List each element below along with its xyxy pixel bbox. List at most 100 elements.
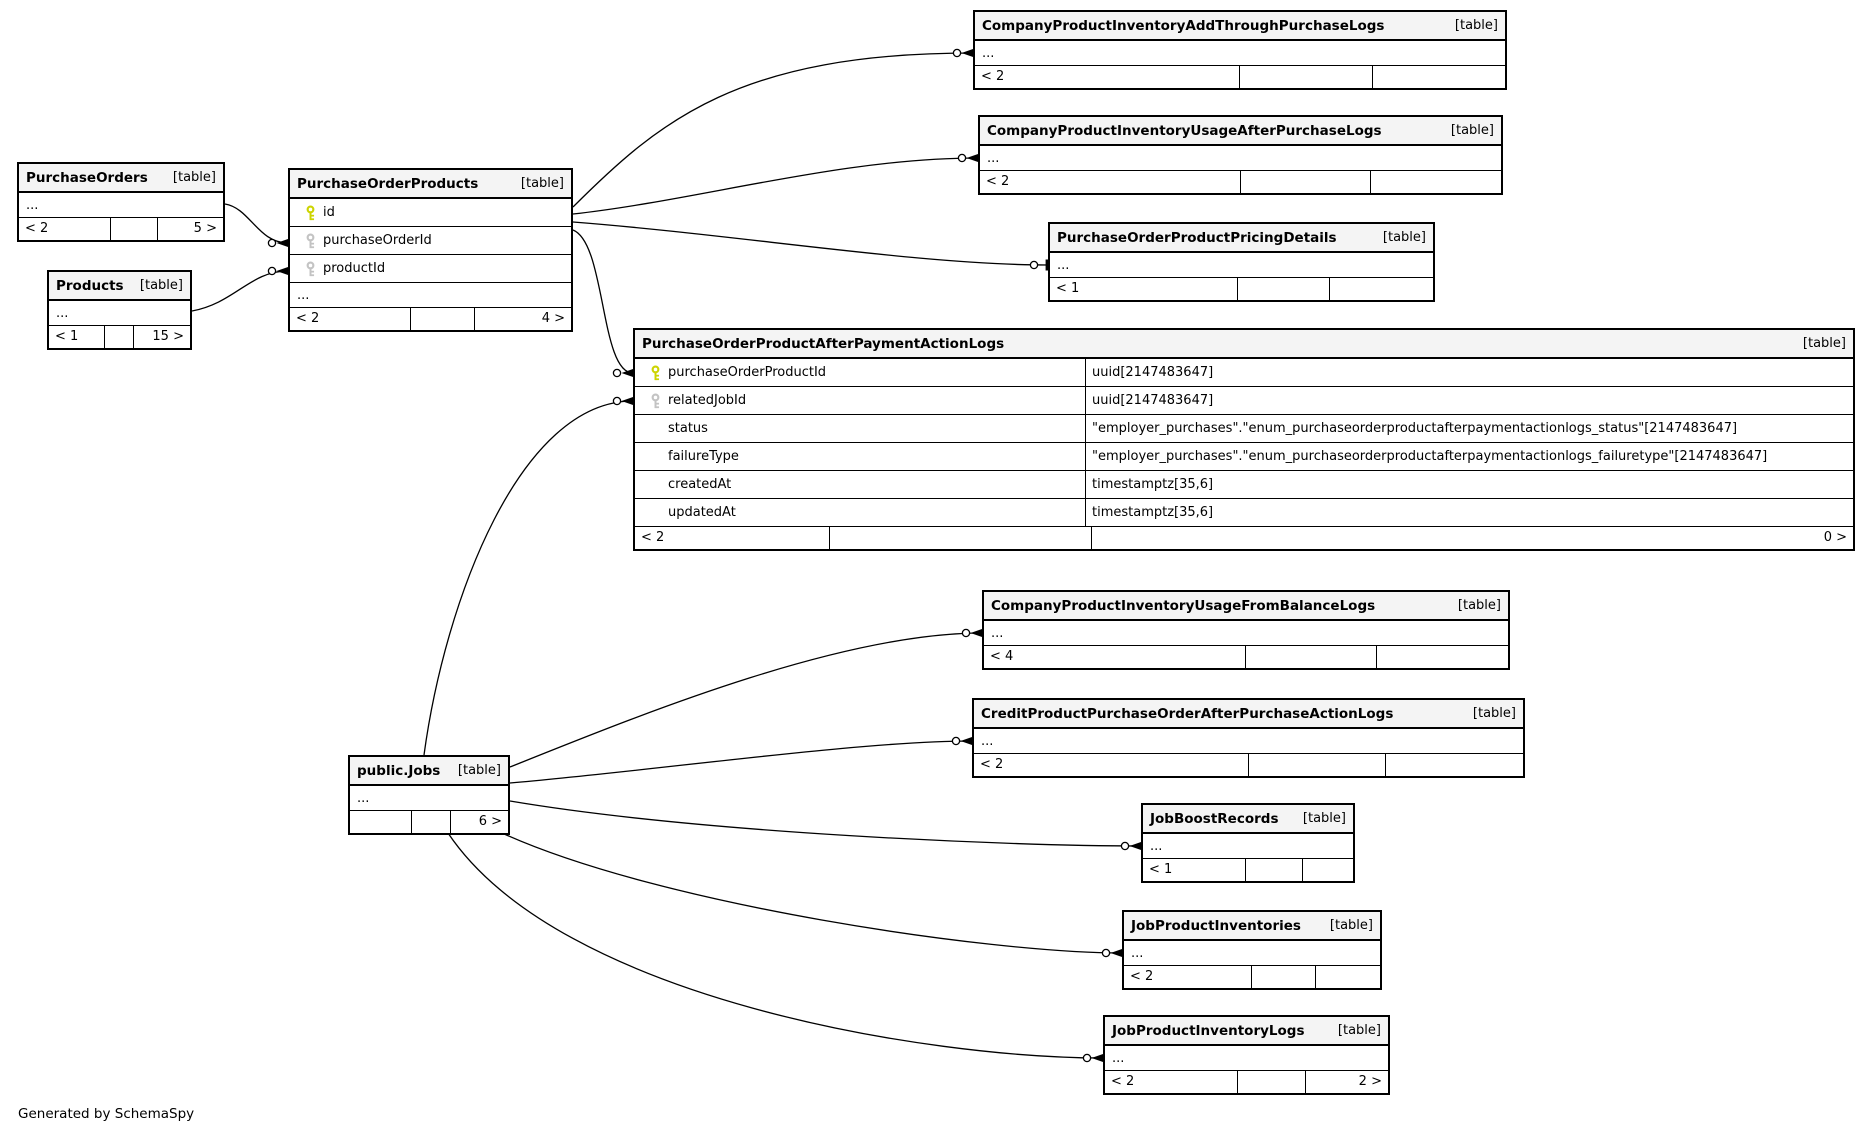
- table-footer: 6 >: [350, 811, 508, 833]
- table-companyproductinventoryusagefrombalancelogs[interactable]: CompanyProductInventoryUsageFromBalanceL…: [982, 590, 1510, 670]
- table-title: JobBoostRecords: [1150, 810, 1279, 827]
- connector-products-purchaseorderproducts: [191, 266, 289, 312]
- column-row: updatedAt timestamptz[35,6]: [635, 499, 1853, 527]
- table-header: public.Jobs [table]: [350, 757, 508, 786]
- table-companyproductinventoryaddthroughpurchaselogs[interactable]: CompanyProductInventoryAddThroughPurchas…: [973, 10, 1507, 90]
- footer-right-count: [1303, 859, 1353, 881]
- table-tag: [table]: [457, 763, 501, 778]
- table-purchaseorderproductafterpaymentactionlogs[interactable]: PurchaseOrderProductAfterPaymentActionLo…: [633, 328, 1855, 551]
- ellipsis-row: ...: [1105, 1046, 1388, 1071]
- table-footer: < 2 2 >: [1105, 1071, 1388, 1093]
- table-title: CompanyProductInventoryUsageAfterPurchas…: [987, 122, 1382, 139]
- ellipsis-row: ...: [1124, 941, 1380, 966]
- footer-left-count: [350, 811, 412, 833]
- footer-mid: [1238, 278, 1330, 300]
- footer-mid: [412, 811, 452, 833]
- table-header: JobProductInventories [table]: [1124, 912, 1380, 941]
- footer-right-count: 6 >: [478, 814, 502, 829]
- table-purchaseorders[interactable]: PurchaseOrders [table] ... < 2 5 >: [17, 162, 225, 242]
- table-companyproductinventoryusageafterpurchaselogs[interactable]: CompanyProductInventoryUsageAfterPurchas…: [978, 115, 1503, 195]
- column-name: purchaseOrderId: [323, 233, 432, 248]
- column-row: failureType "employer_purchases"."enum_p…: [635, 443, 1853, 471]
- connector-purchaseorderproducts-afterpaymentactionlogs: [572, 229, 634, 378]
- table-jobboostrecords[interactable]: JobBoostRecords [table] ... < 1: [1141, 803, 1355, 883]
- footer-left-count: < 2: [290, 308, 411, 330]
- table-title: public.Jobs: [357, 762, 441, 779]
- footer-right-count: 2 >: [1358, 1074, 1382, 1089]
- footer-right-count: 4 >: [541, 311, 565, 326]
- table-header: PurchaseOrderProducts [table]: [290, 170, 571, 199]
- table-header: PurchaseOrderProductAfterPaymentActionLo…: [635, 330, 1853, 359]
- footer-mid: [1246, 646, 1377, 668]
- table-products[interactable]: Products [table] ... < 1 15 >: [47, 270, 192, 350]
- footer-mid: [411, 308, 476, 330]
- footer-right-count: [1330, 278, 1433, 300]
- footer-left-count: < 2: [975, 66, 1240, 88]
- footer-mid: [111, 218, 158, 240]
- ellipsis-row: ...: [980, 146, 1501, 171]
- table-title: PurchaseOrderProducts: [297, 175, 479, 192]
- column-type: timestamptz[35,6]: [1085, 471, 1853, 498]
- table-footer: < 2 0 >: [635, 527, 1853, 549]
- table-title: PurchaseOrderProductPricingDetails: [1057, 229, 1337, 246]
- column-row: status "employer_purchases"."enum_purcha…: [635, 415, 1853, 443]
- column-row: createdAt timestamptz[35,6]: [635, 471, 1853, 499]
- connector-jobs-afterpaymentactionlogs: [423, 396, 634, 756]
- column-name: failureType: [668, 449, 739, 464]
- ellipsis-row: ...: [290, 283, 571, 308]
- primary-key-icon: [651, 365, 659, 380]
- column-name: id: [323, 205, 335, 220]
- generated-by-note: Generated by SchemaSpy: [18, 1106, 195, 1122]
- column-row: purchaseOrderId: [290, 227, 571, 255]
- connector-jobs-jobproductinventories: [501, 832, 1123, 958]
- table-footer: < 4: [984, 646, 1508, 668]
- footer-mid: [830, 527, 1092, 549]
- column-name: createdAt: [668, 477, 732, 492]
- table-header: CompanyProductInventoryUsageFromBalanceL…: [984, 592, 1508, 621]
- table-title: CreditProductPurchaseOrderAfterPurchaseA…: [981, 705, 1394, 722]
- foreign-key-icon: [306, 233, 314, 248]
- footer-right-count: [1316, 966, 1380, 988]
- ellipsis-row: ...: [1143, 834, 1353, 859]
- footer-left-count: < 2: [635, 527, 830, 549]
- table-purchaseorderproducts[interactable]: PurchaseOrderProducts [table] id purchas…: [288, 168, 573, 332]
- column-type: "employer_purchases"."enum_purchaseorder…: [1085, 415, 1853, 442]
- table-header: PurchaseOrders [table]: [19, 164, 223, 193]
- connector-jobs-usagefrombalancelogs: [509, 628, 983, 768]
- connector-jobs-jobproductinventorylogs: [447, 832, 1104, 1063]
- table-jobproductinventorylogs[interactable]: JobProductInventoryLogs [table] ... < 2 …: [1103, 1015, 1390, 1095]
- footer-left-count: < 1: [1050, 278, 1238, 300]
- column-row: id: [290, 199, 571, 227]
- column-name: relatedJobId: [668, 393, 747, 408]
- table-creditproductpurchaseorderafterpurchaseactionlogs[interactable]: CreditProductPurchaseOrderAfterPurchaseA…: [972, 698, 1525, 778]
- table-header: PurchaseOrderProductPricingDetails [tabl…: [1050, 224, 1433, 253]
- table-purchaseorderproductpricingdetails[interactable]: PurchaseOrderProductPricingDetails [tabl…: [1048, 222, 1435, 302]
- footer-right-count: 0 >: [1823, 530, 1847, 545]
- column-name: status: [668, 421, 708, 436]
- table-footer: < 2: [980, 171, 1501, 193]
- table-public-jobs[interactable]: public.Jobs [table] ... 6 >: [348, 755, 510, 835]
- table-footer: < 2 5 >: [19, 218, 223, 240]
- table-footer: < 2: [974, 754, 1523, 776]
- footer-mid: [1252, 966, 1316, 988]
- table-tag: [table]: [1472, 706, 1516, 721]
- table-title: JobProductInventoryLogs: [1112, 1022, 1305, 1039]
- column-name: productId: [323, 261, 386, 276]
- table-header: JobBoostRecords [table]: [1143, 805, 1353, 834]
- table-title: PurchaseOrderProductAfterPaymentActionLo…: [642, 335, 1005, 352]
- column-name: updatedAt: [668, 505, 736, 520]
- table-tag: [table]: [1337, 1023, 1381, 1038]
- table-jobproductinventories[interactable]: JobProductInventories [table] ... < 2: [1122, 910, 1382, 990]
- footer-mid: [1238, 1071, 1306, 1093]
- footer-left-count: < 2: [974, 754, 1249, 776]
- table-tag: [table]: [1450, 123, 1494, 138]
- footer-left-count: < 2: [1105, 1071, 1238, 1093]
- footer-mid: [1249, 754, 1386, 776]
- table-tag: [table]: [1454, 18, 1498, 33]
- connector-purchaseorders-purchaseorderproducts: [224, 203, 289, 248]
- table-title: JobProductInventories: [1131, 917, 1301, 934]
- primary-key-icon: [306, 205, 314, 220]
- ellipsis-row: ...: [974, 729, 1523, 754]
- ellipsis-row: ...: [984, 621, 1508, 646]
- footer-right-count: 5 >: [193, 221, 217, 236]
